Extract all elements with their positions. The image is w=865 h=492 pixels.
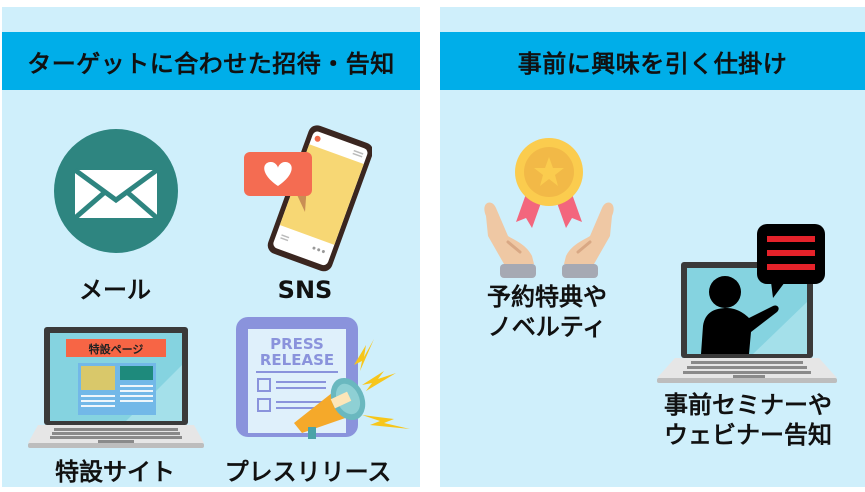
right-panel-header: 事前に興味を引く仕掛け — [440, 32, 865, 90]
webinar-laptop-icon — [653, 222, 843, 387]
right-panel-title: 事前に興味を引く仕掛け — [517, 49, 788, 78]
press-release-label: プレスリリース — [224, 458, 392, 486]
webinar-label-line2: ウェビナー告知 — [664, 421, 832, 449]
medal-hands-icon — [474, 132, 624, 282]
right-panel: 事前に興味を引く仕掛け 予約特典や ノベルティ — [440, 7, 865, 487]
laptop-special-page-icon: 特設ページ — [26, 325, 206, 450]
novelty-label-line1: 予約特典や — [487, 283, 607, 311]
left-panel-header: ターゲットに合わせた招待・告知 — [2, 32, 420, 90]
press-release-megaphone-icon: PRESS RELEASE — [234, 315, 414, 440]
novelty-label-line2: ノベルティ — [487, 313, 607, 341]
webinar-label-line1: 事前セミナーや — [664, 391, 832, 419]
special-site-label: 特設サイト — [55, 458, 175, 486]
smartphone-like-icon — [242, 124, 372, 272]
release-text: RELEASE — [260, 351, 334, 369]
mail-icon — [53, 128, 179, 254]
screen-banner-text: 特設ページ — [89, 342, 144, 356]
mail-label: メール — [79, 276, 151, 304]
left-panel-title: ターゲットに合わせた招待・告知 — [27, 49, 395, 78]
sns-label: SNS — [277, 276, 333, 304]
press-text: PRESS — [270, 335, 324, 353]
left-panel: ターゲットに合わせた招待・告知 メール — [2, 7, 420, 487]
